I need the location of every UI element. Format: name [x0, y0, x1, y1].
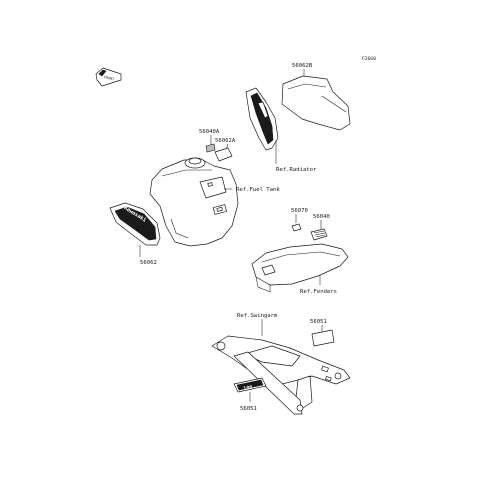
decal-56040	[310, 228, 328, 241]
pivot-bolt	[216, 341, 226, 351]
figure-code: F2660	[362, 56, 376, 62]
decal-56051-top	[311, 329, 335, 347]
label-56040: 56040	[313, 214, 330, 220]
front-marker-label: FRONT	[104, 75, 115, 81]
label-56070: 56070	[291, 208, 308, 214]
front-arrow-icon: FRONT	[95, 67, 122, 87]
ref-radiator: Ref.Radiator	[276, 167, 317, 173]
rear-fender	[251, 243, 349, 286]
swingarm-group: Ref.Swingarm 56051 100 56051	[211, 313, 351, 415]
ref-swingarm: Ref.Swingarm	[237, 313, 278, 319]
label-56051-top: 56051	[310, 319, 327, 325]
fuel-tank-group: 56040A 56062A Ref.Fuel Tank Kawasaki 560…	[109, 129, 280, 266]
label-56051-bottom: 56051	[240, 406, 257, 412]
radiator-shroud-group: 56062B Ref.Radiator	[245, 63, 351, 173]
rear-fender-group: 56070 56040 Ref.Fenders	[251, 208, 349, 295]
label-56040A: 56040A	[199, 129, 220, 135]
label-56062B: 56062B	[292, 63, 313, 69]
ref-fenders: Ref.Fenders	[300, 289, 337, 295]
label-56062: 56062	[140, 260, 157, 266]
swingarm-badge-text: 100	[243, 385, 253, 393]
decal-56062A	[214, 147, 233, 162]
decal-56070	[291, 223, 302, 232]
fuel-tank	[149, 159, 239, 247]
ref-fuel-tank: Ref.Fuel Tank	[236, 187, 280, 193]
label-56062A: 56062A	[215, 138, 236, 144]
radiator-shroud	[281, 75, 351, 131]
decal-56040A	[205, 143, 216, 153]
